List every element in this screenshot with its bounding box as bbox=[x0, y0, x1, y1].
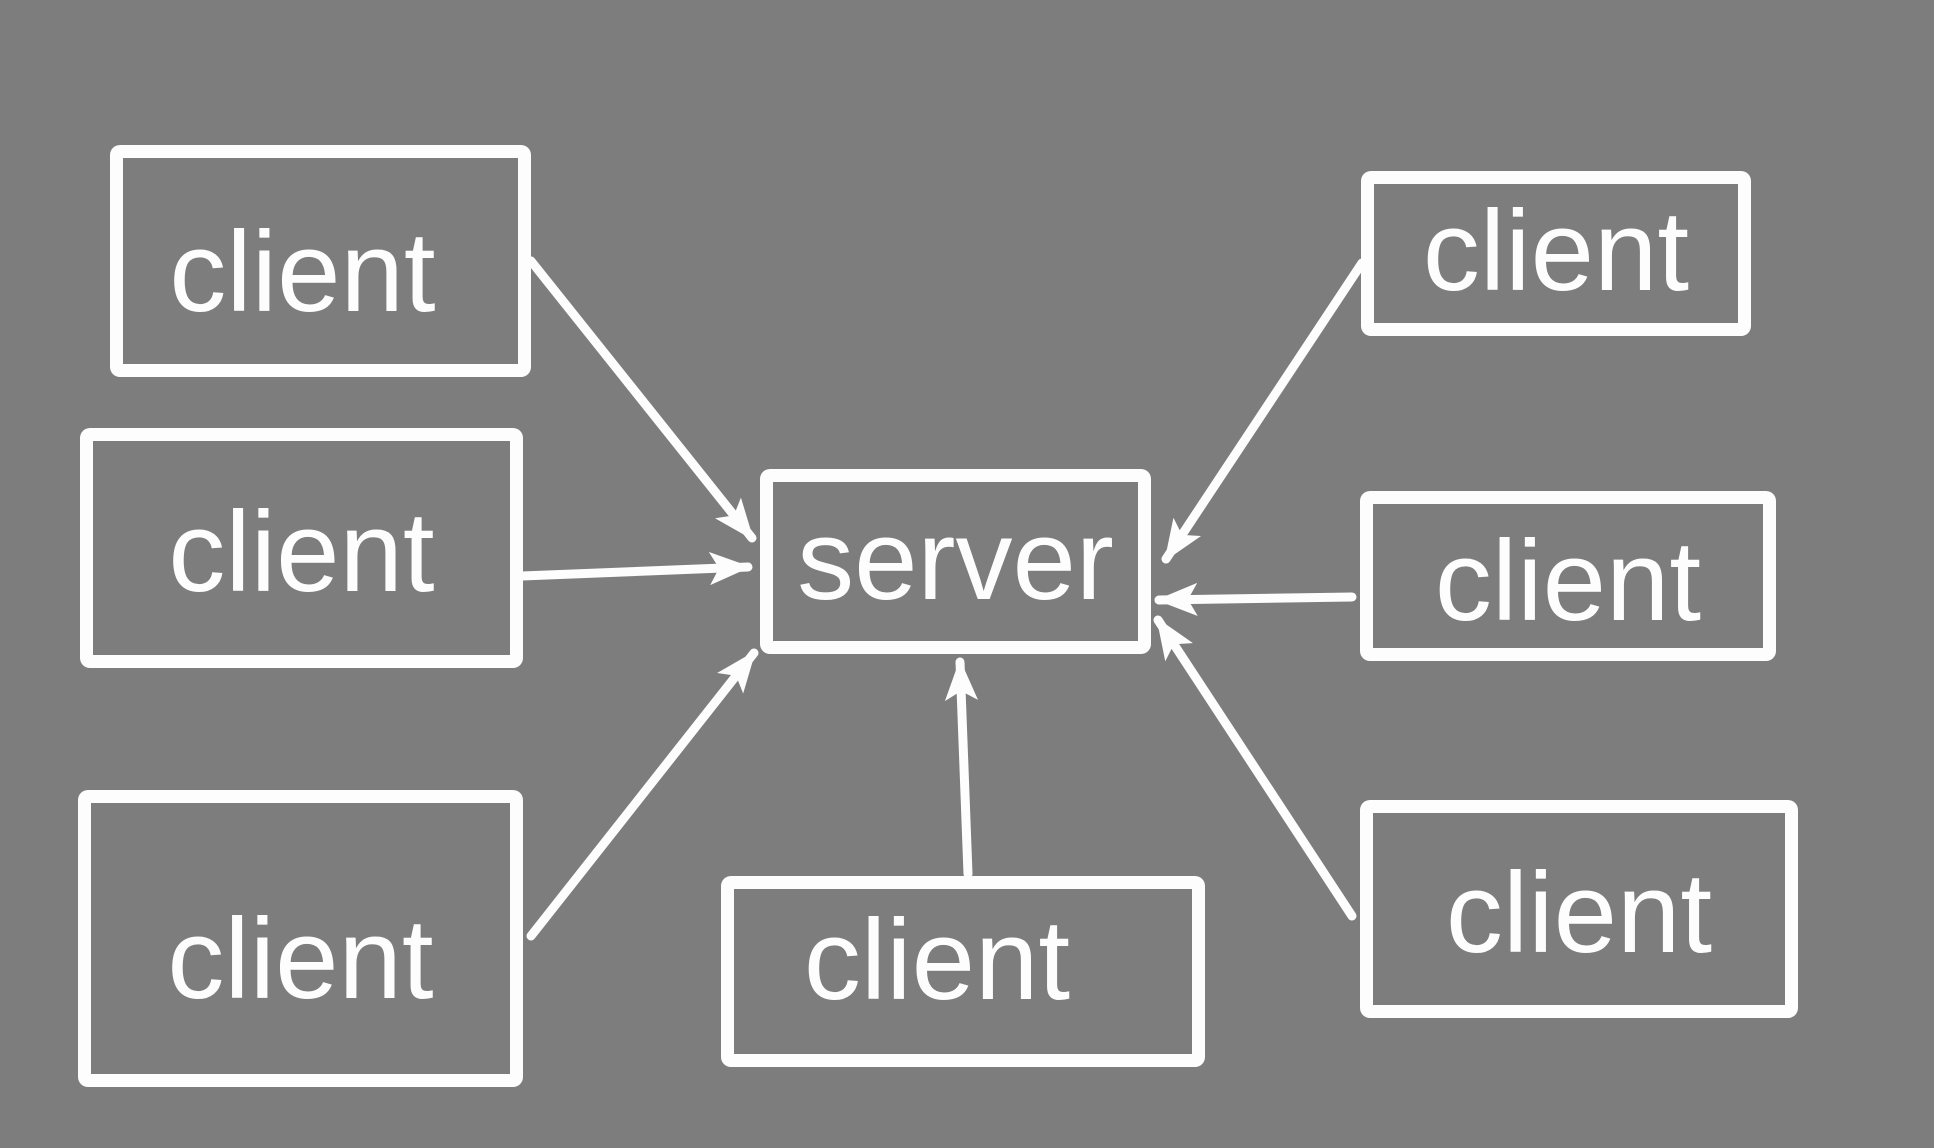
server-label: server bbox=[797, 496, 1114, 624]
client-node-top-right: client bbox=[1361, 171, 1751, 336]
client-label: client bbox=[1422, 187, 1690, 315]
client-label: client bbox=[1445, 850, 1713, 977]
client-node-bottom-middle: client bbox=[721, 876, 1205, 1067]
client-node-top-left: client bbox=[110, 145, 531, 377]
client-label: client bbox=[167, 895, 434, 1023]
arrow-client-mid-right-to-server bbox=[1154, 582, 1357, 616]
arrow-client-mid-left-to-server bbox=[517, 551, 753, 586]
client-label: client bbox=[803, 896, 1071, 1024]
arrow-client-bottom-left-to-server bbox=[526, 648, 759, 941]
client-label: client bbox=[169, 209, 436, 336]
arrow-client-top-left-to-server bbox=[526, 256, 757, 543]
arrow-client-bottom-right-to-server bbox=[1153, 615, 1357, 921]
client-node-bottom-right: client bbox=[1360, 800, 1798, 1018]
client-label: client bbox=[1434, 518, 1702, 645]
server-node: server bbox=[760, 469, 1151, 654]
arrow-client-top-right-to-server bbox=[1161, 258, 1367, 564]
client-node-mid-right: client bbox=[1360, 491, 1776, 661]
arrow-client-bottom-middle-to-server bbox=[944, 657, 979, 879]
client-label: client bbox=[168, 489, 435, 616]
client-node-mid-left: client bbox=[80, 428, 523, 668]
client-node-bottom-left: client bbox=[78, 790, 523, 1087]
